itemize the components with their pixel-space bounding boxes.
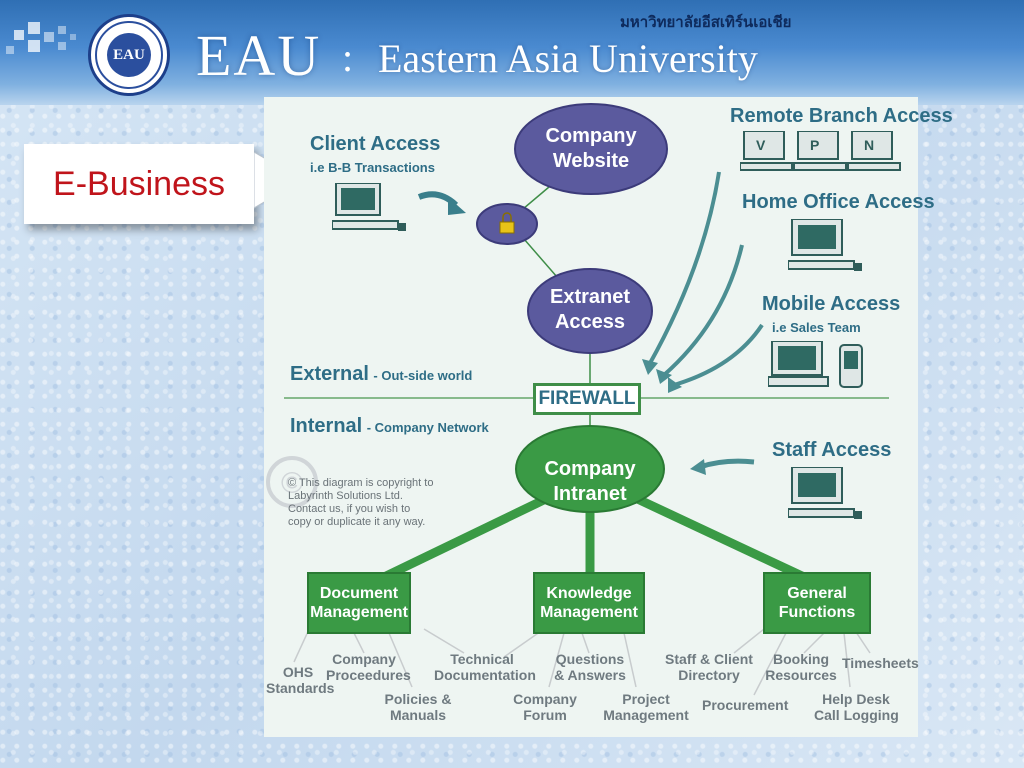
leaf-staff-client-directory: Staff & Client Directory bbox=[664, 651, 754, 683]
intranet-line1: Company bbox=[544, 458, 636, 480]
knowledge-management-box: Knowledge Management bbox=[534, 584, 644, 622]
leaf-technical-line2: Documentation bbox=[434, 667, 536, 683]
leaf-ohs-line2: Standards bbox=[266, 680, 335, 696]
staff-access-title: Staff Access bbox=[772, 439, 892, 461]
leaf-booking-line1: Booking bbox=[773, 651, 829, 667]
copyright-line-2: Labyrinth Solutions Ltd. bbox=[288, 490, 403, 502]
general-line1: General bbox=[787, 585, 847, 602]
leaf-staff-client-line2: Directory bbox=[678, 667, 740, 683]
website-line1: Company bbox=[545, 125, 637, 147]
vpn-letter-n: N bbox=[864, 137, 875, 153]
home-office-computer-icon bbox=[788, 219, 862, 271]
mobile-access-subtitle: i.e Sales Team bbox=[772, 320, 861, 335]
leaf-company-procedures: Company Proceedures bbox=[326, 651, 411, 683]
network-diagram: © V P N Client bbox=[264, 97, 953, 737]
intranet-line2: Intranet bbox=[553, 483, 627, 505]
leaf-project-line1: Project bbox=[622, 691, 670, 707]
external-title: External bbox=[290, 363, 369, 385]
extranet-access-node: Extranet Access bbox=[534, 285, 646, 335]
leaf-helpdesk-line1: Help Desk bbox=[822, 691, 890, 707]
general-line2: Functions bbox=[778, 604, 856, 621]
header-banner: EAU EAU : Eastern Asia University มหาวิท… bbox=[0, 0, 1024, 105]
leaf-procedures-line1: Company bbox=[332, 651, 396, 667]
copyright-line-4: copy or duplicate it any way. bbox=[288, 516, 426, 528]
document-line2: Management bbox=[310, 604, 408, 621]
mobile-devices-icon bbox=[768, 341, 863, 388]
copyright-symbol: © bbox=[281, 467, 303, 500]
leaf-procurement-line1: Procurement bbox=[702, 697, 789, 713]
leaf-staff-client-line1: Staff & Client bbox=[665, 651, 753, 667]
client-computer-icon bbox=[332, 183, 406, 231]
leaf-technical-line1: Technical bbox=[450, 651, 514, 667]
leaf-company-forum: Company Forum bbox=[508, 691, 582, 723]
client-access-subtitle: i.e B-B Transactions bbox=[310, 160, 435, 175]
leaf-ohs-line1: OHS bbox=[282, 664, 314, 680]
knowledge-line2: Management bbox=[540, 604, 638, 621]
vpn-letter-p: P bbox=[810, 137, 820, 153]
leaf-timesheets-line1: Timesheets bbox=[842, 655, 919, 671]
leaf-helpdesk-line2: Call Logging bbox=[814, 707, 899, 723]
leaf-questions-line2: & Answers bbox=[554, 667, 626, 683]
vpn-letter-v: V bbox=[756, 137, 766, 153]
university-name: Eastern Asia University bbox=[378, 36, 758, 81]
leaf-policies-line1: Policies & bbox=[384, 691, 452, 707]
document-management-box: Document Management bbox=[308, 584, 410, 622]
leaf-policies-manuals: Policies & Manuals bbox=[382, 691, 454, 723]
internal-label: Internal - Company Network bbox=[290, 415, 489, 438]
knowledge-line1: Knowledge bbox=[546, 585, 632, 602]
leaf-ohs-standards: OHS Standards bbox=[266, 664, 335, 696]
university-logo: EAU bbox=[88, 14, 170, 96]
leaf-timesheets: Timesheets bbox=[842, 655, 919, 671]
home-office-title: Home Office Access bbox=[742, 191, 935, 213]
staff-computer-icon bbox=[788, 467, 862, 519]
copyright-line-3: Contact us, if you wish to bbox=[288, 503, 411, 515]
internal-subtitle: - Company Network bbox=[366, 420, 489, 435]
leaf-procedures-line2: Proceedures bbox=[326, 667, 411, 683]
diagram-connectors: © bbox=[266, 103, 889, 696]
leaf-project-line2: Management bbox=[603, 707, 689, 723]
leaf-procurement: Procurement bbox=[702, 697, 789, 713]
copyright-notice: © This diagram is copyright to Labyrinth… bbox=[288, 477, 433, 529]
vpn-computers-icon bbox=[740, 131, 901, 171]
copyright-line-1: © This diagram is copyright to bbox=[288, 477, 434, 489]
document-line1: Document bbox=[319, 585, 399, 602]
leaf-forum-line1: Company bbox=[513, 691, 577, 707]
company-website-node: Company Website bbox=[530, 124, 652, 174]
leaf-questions-line1: Questions bbox=[555, 651, 625, 667]
external-label: External - Out-side world bbox=[290, 363, 472, 386]
leaf-questions-answers: Questions & Answers bbox=[552, 651, 628, 683]
e-business-callout: E-Business bbox=[24, 144, 254, 224]
leaf-help-desk: Help Desk Call Logging bbox=[814, 691, 899, 723]
leaf-technical-documentation: Technical Documentation bbox=[434, 651, 536, 683]
leaf-policies-line2: Manuals bbox=[389, 707, 446, 723]
company-intranet-node: Company Intranet bbox=[530, 457, 650, 507]
extranet-line1: Extranet bbox=[549, 286, 631, 308]
internal-title: Internal bbox=[290, 415, 363, 437]
general-functions-box: General Functions bbox=[764, 584, 870, 622]
remote-branch-title: Remote Branch Access bbox=[730, 105, 953, 127]
mobile-access-title: Mobile Access bbox=[762, 293, 901, 315]
website-line2: Website bbox=[552, 150, 630, 172]
leaf-forum-line2: Forum bbox=[523, 707, 567, 723]
thai-university-name: มหาวิทยาลัยอีสเทิร์นเอเชีย bbox=[620, 14, 792, 31]
extranet-line2: Access bbox=[554, 311, 626, 333]
leaf-booking-line2: Resources bbox=[765, 667, 837, 683]
leaf-project-management: Project Management bbox=[602, 691, 690, 723]
client-access-title: Client Access bbox=[310, 133, 441, 155]
brand-colon: : bbox=[342, 35, 354, 80]
callout-label: E-Business bbox=[53, 164, 225, 203]
firewall-node: FIREWALL bbox=[533, 383, 641, 415]
leaf-booking-resources: Booking Resources bbox=[764, 651, 838, 683]
external-subtitle: - Out-side world bbox=[373, 368, 473, 383]
brand-abbreviation: EAU bbox=[196, 23, 322, 88]
